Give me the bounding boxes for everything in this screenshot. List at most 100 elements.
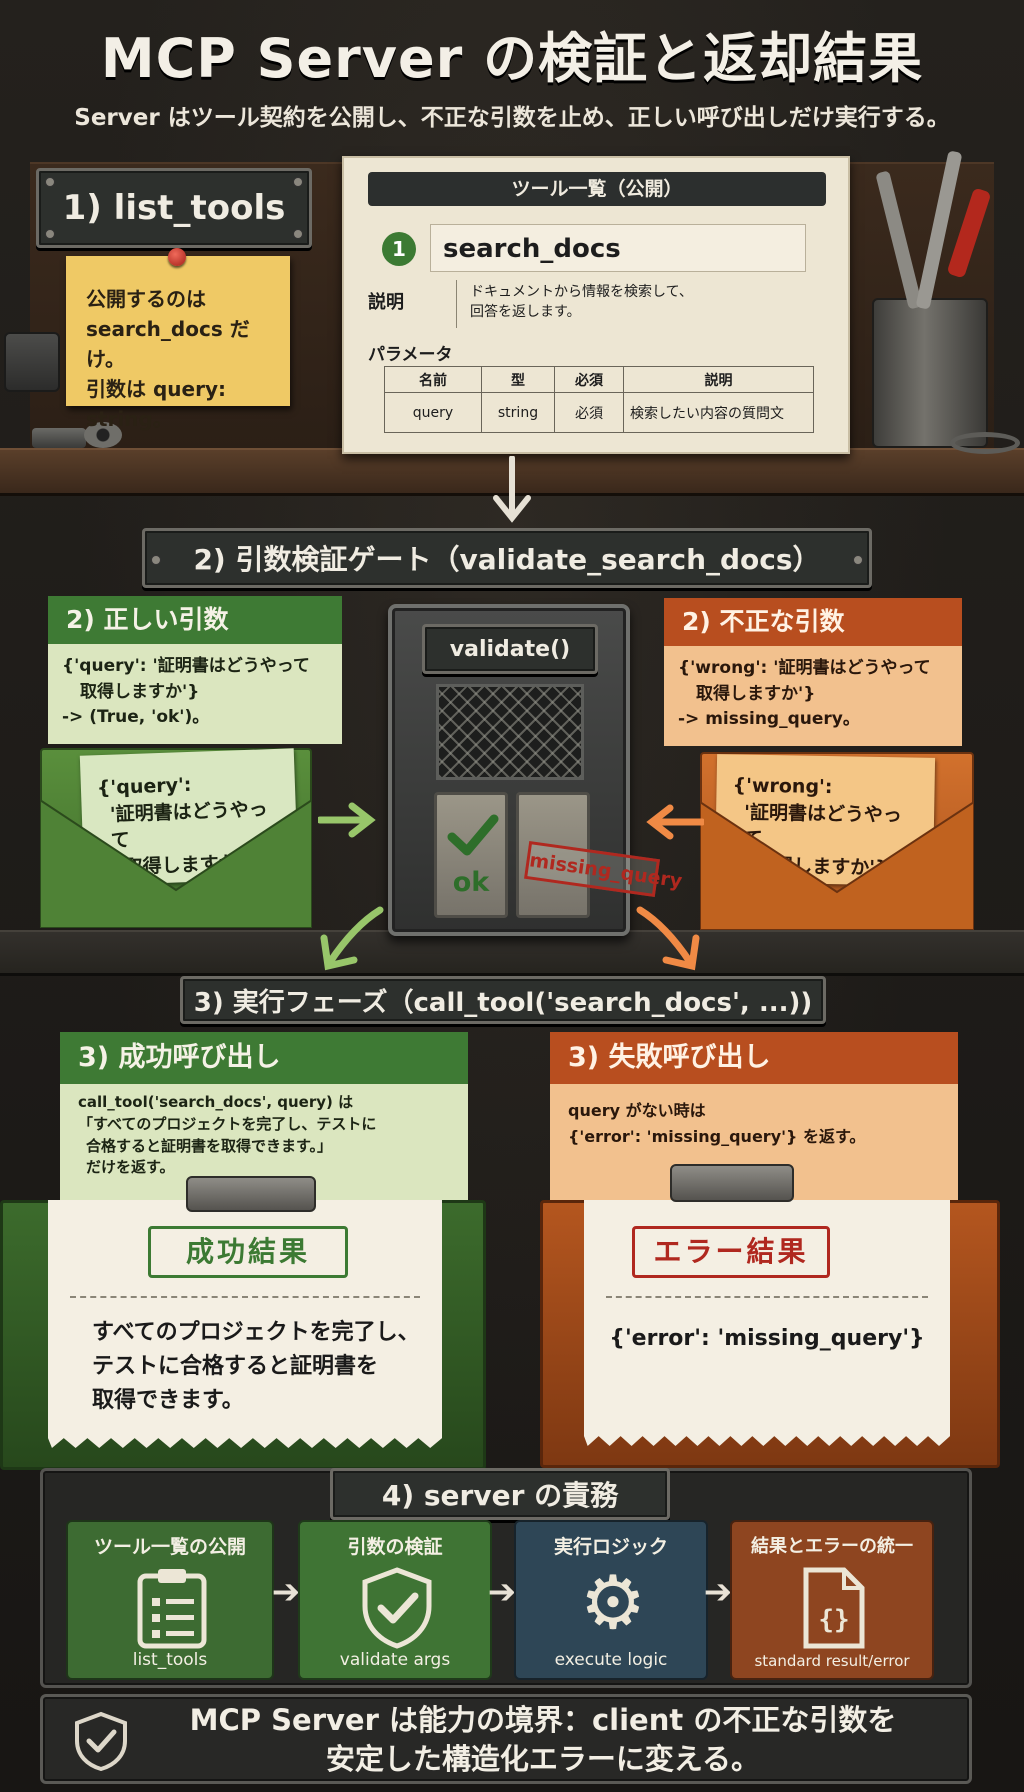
footer-line: MCP Server は能力の境界：client の不正な引数を (189, 1703, 897, 1737)
col-header: 必須 (554, 366, 624, 393)
arrow-right-icon: ➔ (487, 1572, 517, 1612)
success-call-header: 3) 成功呼び出し (60, 1032, 468, 1084)
success-line: だけを返す。 (86, 1158, 175, 1177)
json-file-icon: {} (803, 1567, 865, 1649)
failure-call-header: 3) 失敗呼び出し (550, 1032, 958, 1084)
step4-label-text: 4) server の責務 (381, 1479, 619, 1512)
arrow-right-icon (318, 802, 376, 838)
resp-label: 結果とエラーの統一 (751, 1536, 913, 1557)
valid-args-line: {'query': '証明書はどうやって (62, 656, 310, 676)
success-line: 「すべてのプロジェクトを完了し、テストに (78, 1114, 377, 1133)
tool-description: ドキュメントから情報を検索して、 回答を返します。 (470, 282, 693, 323)
desc-divider (456, 280, 457, 328)
shield-check-icon (362, 1567, 432, 1649)
arrow-down-left-icon (320, 906, 384, 971)
step4-label: 4) server の責務 (330, 1468, 670, 1520)
col-header: 説明 (623, 366, 814, 393)
invalid-args-line: -> missing_query。 (678, 709, 860, 729)
arrow-right-icon: ➔ (271, 1572, 301, 1612)
error-door[interactable] (516, 792, 590, 918)
shield-check-icon (75, 1711, 127, 1771)
tool-cup (872, 298, 988, 448)
step1-note: 公開するのは search_docs だけ。 引数は query: string… (66, 256, 290, 431)
tool-name-field: search_docs (430, 224, 806, 272)
step3-label-text: 3) 実行フェーズ（call_tool('search_docs', ...)) (193, 987, 813, 1018)
failure-line: query がない時は (568, 1101, 706, 1120)
clipboard-clip (670, 1164, 794, 1202)
success-result-text: すべてのプロジェクトを完了し、 テストに合格すると証明書を 取得できます。 (92, 1316, 420, 1418)
result-line: テストに合格すると証明書を (92, 1354, 379, 1380)
param-cell: 検索したい内容の質問文 (623, 392, 814, 433)
resp-publish-tools: ツール一覧の公開 list_tools (66, 1520, 274, 1680)
ok-door[interactable]: ok (434, 792, 508, 918)
washer-decoration (950, 432, 1020, 454)
failure-result-receipt: エラー結果 {'error': 'missing_query'} (584, 1200, 950, 1446)
step2-label: 2) 引数検証ゲート（validate_search_docs） (142, 528, 872, 588)
validate-gate-label-text: validate() (449, 636, 571, 662)
resp-label: 引数の検証 (347, 1536, 443, 1558)
resp-sub: execute logic (554, 1650, 668, 1670)
valid-args-header: 2) 正しい引数 (48, 596, 342, 644)
rivet (853, 555, 863, 565)
step3-label: 3) 実行フェーズ（call_tool('search_docs', ...)) (180, 976, 826, 1024)
desc-line: 回答を返します。 (470, 304, 581, 321)
resp-validate-args: 引数の検証 validate args (298, 1520, 492, 1680)
ok-label: ok (452, 867, 490, 898)
valid-args-body: {'query': '証明書はどうやって 取得しますか'} -> (True, … (48, 644, 342, 744)
invalid-args-title: 2) 不正な引数 (682, 607, 845, 636)
failure-result-text: {'error': 'missing_query'} (609, 1326, 925, 1351)
invalid-args-header: 2) 不正な引数 (664, 598, 962, 646)
params-label: パラメータ (368, 345, 453, 365)
arrow-down-right-icon (636, 906, 700, 971)
list-icon (137, 1569, 207, 1649)
rivet (45, 229, 55, 239)
step2-label-text: 2) 引数検証ゲート（validate_search_docs） (193, 543, 821, 576)
failure-line: {'error': 'missing_query'} を返す。 (568, 1126, 866, 1146)
rivet (293, 229, 303, 239)
desc-line: ドキュメントから情報を検索して、 (470, 284, 693, 300)
success-line: call_tool('search_docs', query) は (78, 1093, 354, 1111)
receipt-divider (70, 1296, 420, 1298)
rivet (45, 177, 55, 187)
failure-call-title: 3) 失敗呼び出し (568, 1042, 771, 1073)
nut-decoration (32, 428, 86, 448)
tool-list-header: ツール一覧（公開） (368, 172, 826, 206)
success-result-receipt: 成功結果 すべてのプロジェクトを完了し、 テストに合格すると証明書を 取得できま… (48, 1200, 442, 1448)
param-cell: 必須 (554, 392, 624, 433)
footer-summary: MCP Server は能力の境界：client の不正な引数を 安定した構造化… (40, 1694, 972, 1784)
tool-number-badge: 1 (382, 232, 416, 266)
check-icon (447, 814, 499, 856)
param-cell: string (481, 392, 555, 433)
envelope-flap (700, 802, 974, 930)
invalid-args-line: 取得しますか'} (696, 683, 816, 704)
svg-text:{}: {} (818, 1605, 849, 1635)
resp-sub: validate args (339, 1650, 451, 1670)
resp-sub: list_tools (132, 1650, 208, 1670)
params-table: 名前 型 必須 説明 query string 必須 検索したい内容の質問文 (384, 366, 814, 433)
gate-mesh (436, 684, 584, 780)
resp-execute-logic: 実行ロジック ⚙ execute logic (514, 1520, 708, 1680)
success-stamp: 成功結果 (148, 1226, 348, 1278)
validate-gate: validate() ok (388, 604, 630, 936)
receipt-divider (606, 1296, 928, 1298)
arrow-down-icon (493, 456, 531, 523)
resp-label: ツール一覧の公開 (93, 1536, 246, 1558)
invalid-args-body: {'wrong': '証明書はどうやって 取得しますか'} -> missing… (664, 646, 962, 746)
error-stamp: エラー結果 (632, 1226, 830, 1278)
tool-list-card: ツール一覧（公開） 1 search_docs 説明 ドキュメントから情報を検索… (342, 156, 850, 454)
note-line: 公開するのは (86, 287, 206, 311)
col-header: 名前 (384, 366, 482, 393)
rivet (293, 177, 303, 187)
letter-line: {'wrong': (732, 774, 833, 799)
result-line: すべてのプロジェクトを完了し、 (92, 1320, 420, 1345)
desc-label: 説明 (368, 292, 404, 313)
nut-decoration (84, 422, 122, 448)
step1-label: 1) list_tools (36, 168, 312, 248)
valid-args-line: 取得しますか'} (80, 681, 200, 702)
col-header: 型 (481, 366, 555, 393)
param-cell: query (384, 392, 482, 433)
middle-shelf (0, 930, 1024, 976)
resp-label: 実行ロジック (553, 1536, 668, 1558)
pushpin-icon (168, 248, 186, 266)
